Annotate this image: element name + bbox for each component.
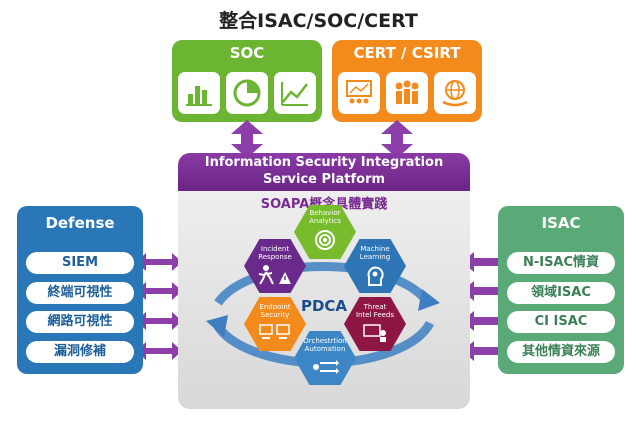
defense-arrows [136, 253, 182, 360]
isac-item-nisac: N-ISAC情資 [507, 252, 615, 274]
soc-title: SOC [229, 44, 265, 62]
hex-threat-intel [344, 297, 406, 351]
workflow-icon [313, 360, 339, 374]
cert-box: CERT / CSIRT [332, 40, 482, 122]
platform-title-line2: Service Platform [262, 172, 386, 187]
isac-title: ISAC [541, 214, 581, 232]
hex-orchestration-label: Orchestrtion Automation [303, 337, 347, 353]
running-people-icon [258, 265, 291, 285]
hex-orchestration [294, 331, 356, 385]
isac-item-other: 其他情資來源 [507, 341, 615, 363]
defense-panel: Defense SIEM 終端可視性 網路可視性 漏洞修補 [17, 206, 143, 374]
hex-machine-learning-label: Machine Learning [359, 245, 391, 261]
hex-endpoint-security-label: Endpoint Security [259, 303, 291, 319]
monitor-user-icon [363, 324, 386, 342]
globe-hands-icon [434, 72, 476, 114]
pdca-label: PDCA [300, 297, 348, 315]
soc-box: SOC [172, 40, 322, 122]
pie-chart-icon [226, 72, 268, 114]
computers-icon [259, 324, 290, 339]
cert-title: CERT / CSIRT [353, 44, 461, 62]
line-chart-icon [274, 72, 316, 114]
hex-threat-intel-label: Threat Intel Feeds [355, 303, 395, 319]
cert-arrow [381, 120, 413, 158]
isac-arrows [462, 252, 502, 361]
defense-item-patch: 漏洞修補 [26, 341, 134, 363]
isac-item-domain: 領域ISAC [507, 282, 615, 304]
hex-behavior-analytics-label: Behavior Analytics [309, 209, 341, 225]
team-icon [386, 72, 428, 114]
defense-item-siem: SIEM [26, 252, 134, 274]
defense-item-endpoint: 終端可視性 [26, 282, 134, 304]
isac-panel: ISAC N-ISAC情資 領域ISAC CI ISAC 其他情資來源 [498, 206, 624, 374]
presentation-icon [338, 72, 380, 114]
isac-item-ci: CI ISAC [507, 311, 615, 333]
platform-title-line1: Information Security Integration [204, 155, 444, 170]
platform-header: Information Security Integration Service… [178, 153, 470, 191]
page-title: 整合ISAC/SOC/CERT [219, 10, 418, 32]
integration-platform: Information Security Integration Service… [178, 153, 470, 409]
soc-arrow [231, 120, 263, 158]
bar-chart-icon [178, 72, 220, 114]
platform-subtitle: SOAPA概念具體實踐 [260, 197, 388, 212]
defense-item-network: 網路可視性 [26, 311, 134, 333]
hex-incident-response-label: Incident Response [258, 245, 292, 261]
defense-title: Defense [45, 214, 115, 232]
head-gear-icon [367, 266, 384, 286]
radar-icon [315, 230, 335, 250]
